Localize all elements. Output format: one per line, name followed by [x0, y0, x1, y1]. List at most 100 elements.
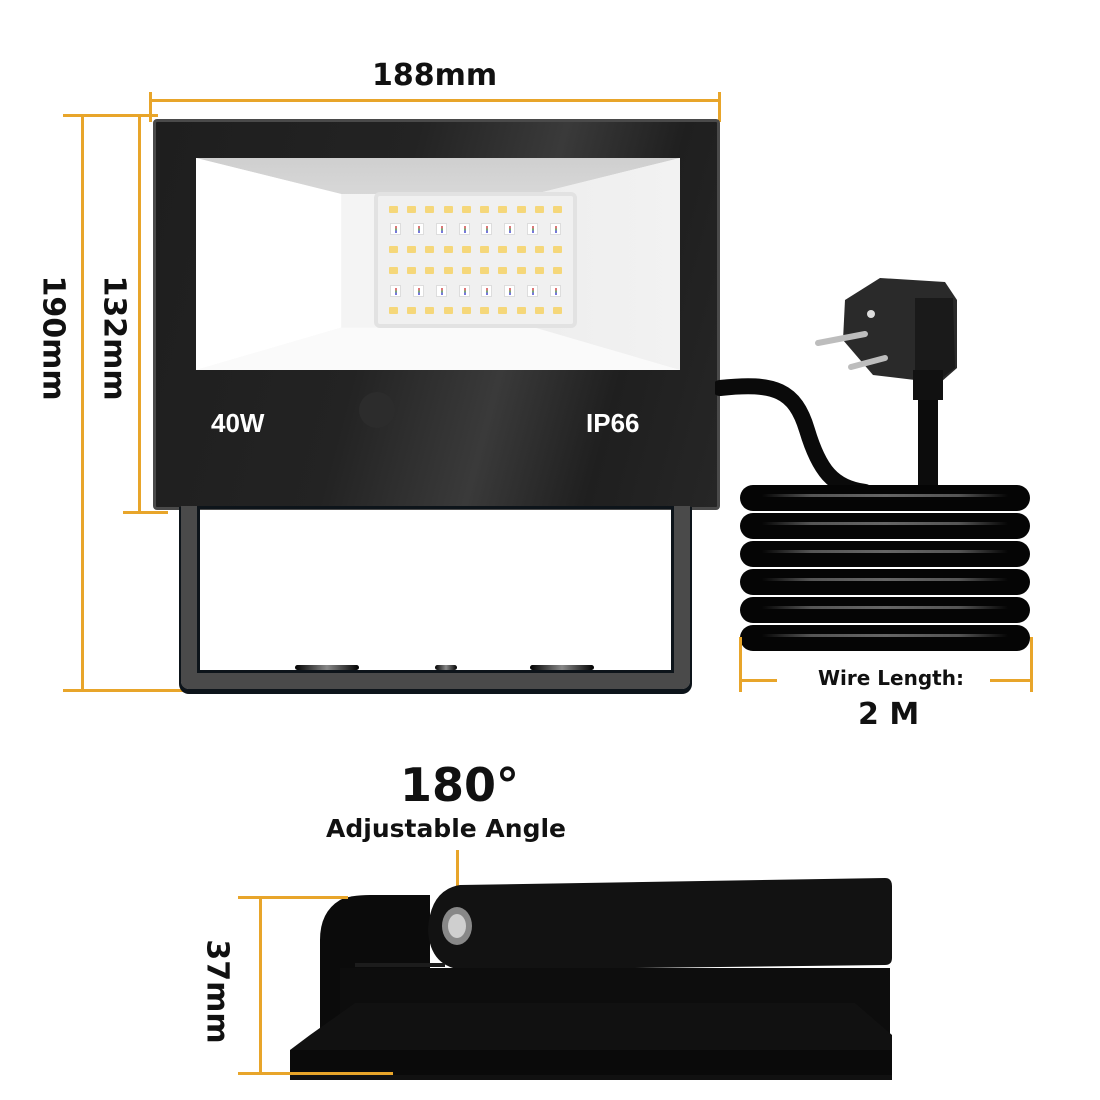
led-chip	[516, 246, 526, 254]
led-chip	[425, 307, 435, 315]
angle-pointer-line	[456, 850, 459, 920]
depth-tick-top	[238, 896, 348, 899]
rgb-led-chip	[550, 223, 562, 236]
rgb-led-chip	[550, 284, 562, 297]
total-height-dim-line	[81, 116, 84, 691]
rgb-led-chip	[504, 223, 516, 236]
led-chip	[443, 307, 453, 315]
rgb-led-chip	[389, 284, 401, 297]
rgb-led-chip	[481, 284, 493, 297]
depth-tick-bottom	[238, 1072, 393, 1075]
mounting-hole-center	[435, 665, 457, 670]
rgb-led-chip	[527, 284, 539, 297]
led-chip	[443, 266, 453, 274]
led-chip	[425, 266, 435, 274]
led-chip	[553, 307, 563, 315]
reflector-left-face	[196, 158, 342, 370]
led-chip	[443, 246, 453, 254]
angle-value: 180°	[400, 758, 520, 812]
led-chip	[406, 246, 416, 254]
led-chip	[535, 266, 545, 274]
rgb-led-chip	[458, 284, 470, 297]
led-chip	[480, 205, 490, 213]
rgb-led-chip	[527, 223, 539, 236]
led-row-white	[384, 244, 567, 256]
led-chip	[406, 266, 416, 274]
mounting-slot-right	[530, 665, 594, 670]
led-row-white	[384, 203, 567, 215]
body-height-dim-line	[138, 116, 141, 512]
led-row-white	[384, 264, 567, 276]
rgb-led-chip	[458, 223, 470, 236]
led-chip	[480, 266, 490, 274]
total-height-tick-top	[63, 114, 158, 117]
led-chip	[406, 205, 416, 213]
led-chip	[388, 205, 398, 213]
led-chip	[535, 307, 545, 315]
width-dim-tick-left	[149, 92, 152, 122]
coil-turn	[740, 597, 1030, 623]
rgb-led-chip	[412, 223, 424, 236]
angle-label: Adjustable Angle	[326, 814, 567, 843]
led-chip	[461, 246, 471, 254]
wire-dim-line-left	[741, 679, 777, 682]
coil-turn	[740, 625, 1030, 651]
total-height-label: 190mm	[35, 275, 71, 401]
led-chip	[388, 266, 398, 274]
led-chip	[553, 266, 563, 274]
schuko-plug-icon	[815, 278, 957, 400]
led-row-white	[384, 305, 567, 317]
led-chip	[425, 246, 435, 254]
rgb-led-chip	[504, 284, 516, 297]
floodlight-side	[290, 878, 892, 1080]
coil-turn	[740, 541, 1030, 567]
rgb-led-chip	[435, 284, 447, 297]
mounting-slot-left	[295, 665, 359, 670]
mounting-bracket	[181, 506, 690, 689]
led-chip	[516, 307, 526, 315]
wire-dim-tick-right	[1030, 637, 1033, 692]
wire-length-title: Wire Length:	[818, 666, 964, 690]
width-dim-line	[150, 99, 720, 102]
coil-turn	[740, 485, 1030, 511]
total-height-tick-bottom	[63, 689, 183, 692]
led-chip	[388, 246, 398, 254]
led-chip	[443, 205, 453, 213]
led-chip	[461, 205, 471, 213]
led-chip	[461, 266, 471, 274]
width-label: 188mm	[372, 58, 498, 93]
wire-dim-line-right	[990, 679, 1030, 682]
led-chip	[498, 266, 508, 274]
led-chip	[535, 205, 545, 213]
wire-length-value: 2 M	[858, 697, 920, 732]
led-chip	[461, 307, 471, 315]
width-dim-tick-right	[718, 92, 721, 122]
coil-turn	[740, 569, 1030, 595]
power-label: 40W	[211, 408, 265, 438]
depth-dim-line	[259, 897, 262, 1073]
led-chip	[516, 266, 526, 274]
led-chip	[553, 246, 563, 254]
body-height-label: 132mm	[96, 275, 132, 401]
depth-label: 37mm	[199, 939, 235, 1044]
led-chip	[388, 307, 398, 315]
power-cord	[715, 278, 957, 500]
rgb-led-chip	[412, 284, 424, 297]
led-row-rgb	[384, 284, 567, 297]
wire-dim-tick-left	[739, 637, 742, 692]
rgb-led-chip	[481, 223, 493, 236]
coil-turn	[740, 513, 1030, 539]
led-chip	[406, 307, 416, 315]
led-row-rgb	[384, 223, 567, 236]
rgb-led-chip	[389, 223, 401, 236]
led-chip	[498, 246, 508, 254]
light-sensor	[359, 392, 395, 428]
led-chip	[480, 246, 490, 254]
led-chip	[498, 307, 508, 315]
led-chip	[425, 205, 435, 213]
floodlight-front: 40W IP66	[153, 119, 720, 510]
body-height-tick-bottom	[123, 511, 168, 514]
led-chip	[516, 205, 526, 213]
ip-rating-label: IP66	[586, 408, 640, 438]
rgb-led-chip	[435, 223, 447, 236]
